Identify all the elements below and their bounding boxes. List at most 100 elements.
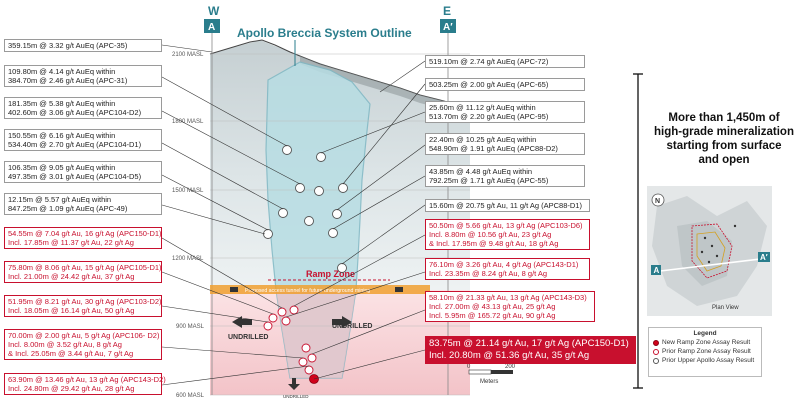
callout-line: high-grade mineralization: [654, 126, 794, 138]
west-letter: W: [208, 4, 220, 18]
prior-upper-point: [338, 183, 348, 193]
prior-upper-point: [278, 208, 288, 218]
legend-item-prior-ramp: Prior Ramp Zone Assay Result: [653, 347, 757, 356]
undrilled-right-arrow-icon: [332, 316, 352, 328]
assay-label-apc105-d1: 75.80m @ 8.06 g/t Au, 15 g/t Ag (APC105-…: [4, 261, 162, 283]
ramp-zone-label: Ramp Zone: [306, 269, 355, 279]
label-line: 83.75m @ 21.14 g/t Au, 17 g/t Ag (APC150…: [429, 338, 629, 349]
undrilled-bottom: UNDRILLED: [283, 394, 309, 399]
prior-upper-point: [316, 152, 326, 162]
label-line: 70.00m @ 2.00 g/t Au, 5 g/t Ag (APC106- …: [8, 331, 160, 340]
prior-upper-point: [304, 216, 314, 226]
scale-bar-black: [491, 370, 513, 374]
label-line: 548.90m @ 1.91 g/t AuEq (APC88-D2): [429, 144, 558, 153]
assay-label-apc-95: 25.60m @ 11.12 g/t AuEq within 513.70m @…: [425, 101, 585, 123]
leader-lines-left: [161, 44, 310, 386]
assay-label-apc143-d2: 63.90m @ 13.46 g/t Au, 13 g/t Ag (APC143…: [4, 373, 166, 395]
ramp-band: [210, 285, 430, 294]
ramp-vehicle-icon: [230, 287, 238, 292]
elevation-label: 2100 MASL: [172, 52, 204, 58]
label-line: Incl. 18.05m @ 16.14 g/t Au, 50 g/t Ag: [8, 306, 135, 315]
elevation-label: 1800 MASL: [172, 119, 204, 125]
assay-label-apc150-d1: 54.55m @ 7.04 g/t Au, 16 g/t Ag (APC150-…: [4, 227, 162, 249]
scale-end: 200: [505, 364, 516, 370]
prior-ramp-point: [268, 313, 278, 323]
assay-label-apc-65: 503.25m @ 2.00 g/t AuEq (APC-65): [425, 78, 585, 91]
plan-view-map: A A′ N: [647, 186, 772, 316]
assay-label-apc104-d2: 181.35m @ 5.38 g/t AuEq within 402.60m @…: [4, 97, 162, 119]
prior-upper-point: [314, 186, 324, 196]
prior-upper-point: [332, 209, 342, 219]
assay-label-apc150-d1-highlight: 83.75m @ 21.14 g/t Au, 17 g/t Ag (APC150…: [425, 336, 636, 364]
mineralization-callout: More than 1,450m of high-grade mineraliz…: [650, 111, 798, 167]
plan-view-outline: [696, 231, 726, 272]
callout-line: and open: [698, 154, 750, 166]
assay-label-apc-35: 359.15m @ 3.32 g/t AuEq (APC-35): [4, 39, 162, 52]
label-line: 43.85m @ 4.48 g/t AuEq within: [429, 167, 533, 176]
west-marker: A: [208, 22, 215, 33]
elevation-label: 600 MASL: [176, 393, 205, 399]
prior-ramp-point: [289, 305, 299, 315]
plan-view-marker-a-prime-box: [758, 252, 770, 262]
breccia-lower-fill: [276, 290, 356, 378]
plan-view-caption: Plan View: [712, 305, 739, 311]
label-line: 76.10m @ 3.26 g/t Au, 4 g/t Ag (APC143-D…: [429, 260, 579, 269]
label-line: Incl. 17.85m @ 11.37 g/t Au, 22 g/t Ag: [8, 238, 134, 247]
west-marker-box: [204, 19, 220, 33]
label-line: Incl. 5.95m @ 165.72 g/t Au, 90 g/t Ag: [429, 311, 556, 320]
plan-view-drill-points: [700, 224, 737, 264]
prior-upper-point: [295, 183, 305, 193]
assay-label-apc103-d2: 51.95m @ 8.21 g/t Au, 30 g/t Ag (APC103-…: [4, 295, 162, 317]
assay-label-apc103-d6: 50.50m @ 5.66 g/t Au, 13 g/t Ag (APC103-…: [425, 219, 590, 250]
label-line: 75.80m @ 8.06 g/t Au, 15 g/t Ag (APC105-…: [8, 263, 162, 272]
assay-label-apc88-d1: 15.60m @ 20.75 g/t Au, 11 g/t Ag (APC88-…: [425, 199, 590, 212]
prior-upper-point: [337, 263, 347, 273]
label-line: Incl. 23.35m @ 8.24 g/t Au, 8 g/t Ag: [429, 269, 548, 278]
north-arrow-icon: [651, 193, 665, 207]
east-marker: A′: [443, 22, 453, 33]
callout-line: starting from surface: [666, 140, 782, 152]
label-line: 402.60m @ 3.06 g/t AuEq (APC104-D2): [8, 108, 142, 117]
label-line: Incl. 8.80m @ 10.56 g/t Au, 23 g/t Ag: [429, 230, 552, 239]
label-line: 503.25m @ 2.00 g/t AuEq (APC-65): [429, 80, 549, 89]
label-line: 150.55m @ 6.16 g/t AuEq within: [8, 131, 116, 140]
undrilled-left: UNDRILLED: [228, 334, 268, 341]
ramp-zone-note: Proposed access tunnel for future underg…: [245, 288, 370, 294]
assay-label-apc-31: 109.80m @ 4.14 g/t AuEq within 384.70m @…: [4, 65, 162, 87]
label-line: 50.50m @ 5.66 g/t Au, 13 g/t Ag (APC103-…: [429, 221, 583, 230]
label-line: 22.40m @ 10.25 g/t AuEq within: [429, 135, 537, 144]
plan-view-marker-a-box: [651, 265, 661, 275]
prior-ramp-point: [263, 321, 273, 331]
ramp-vehicle-icon: [395, 287, 403, 292]
prior-upper-dot-icon: [653, 357, 659, 364]
label-line: 51.95m @ 8.21 g/t Au, 30 g/t Ag (APC103-…: [8, 297, 162, 306]
label-line: 54.55m @ 7.04 g/t Au, 16 g/t Ag (APC150-…: [8, 229, 162, 238]
undrilled-right: UNDRILLED: [332, 323, 372, 330]
label-line: 519.10m @ 2.74 g/t AuEq (APC-72): [429, 57, 549, 66]
label-line: 15.60m @ 20.75 g/t Au, 11 g/t Ag (APC88-…: [429, 201, 582, 210]
plan-view-north: N: [655, 198, 660, 205]
prior-ramp-point: [301, 343, 311, 353]
leader-lines-right: [285, 60, 426, 380]
label-line: 63.90m @ 13.46 g/t Au, 13 g/t Ag (APC143…: [8, 375, 166, 384]
assay-label-apc-72: 519.10m @ 2.74 g/t AuEq (APC-72): [425, 55, 585, 68]
legend-item-label: Prior Ramp Zone Assay Result: [662, 348, 751, 355]
label-line: Incl. 21.00m @ 24.42 g/t Au, 37 g/t Ag: [8, 272, 135, 281]
prior-ramp-point: [298, 357, 308, 367]
prior-upper-point: [282, 145, 292, 155]
label-line: 181.35m @ 5.38 g/t AuEq within: [8, 99, 116, 108]
new-ramp-dot-icon: [653, 339, 659, 346]
east-letter: E: [443, 4, 451, 18]
scale-bar-white: [468, 369, 492, 375]
label-line: 58.10m @ 21.33 g/t Au, 13 g/t Ag (APC143…: [429, 293, 587, 302]
prior-upper-point: [263, 229, 273, 239]
prior-ramp-point: [304, 365, 314, 375]
assay-label-apc88-d2: 22.40m @ 10.25 g/t AuEq within 548.90m @…: [425, 133, 585, 155]
section-title: Apollo Breccia System Outline: [237, 26, 412, 40]
label-line: 847.25m @ 1.09 g/t AuEq (APC-49): [8, 204, 128, 213]
legend: Legend New Ramp Zone Assay Result Prior …: [648, 327, 762, 377]
legend-item-new-ramp: New Ramp Zone Assay Result: [653, 338, 757, 347]
plan-view-section-line: [651, 257, 770, 273]
assay-label-apc143-d1: 76.10m @ 3.26 g/t Au, 4 g/t Ag (APC143-D…: [425, 258, 590, 280]
